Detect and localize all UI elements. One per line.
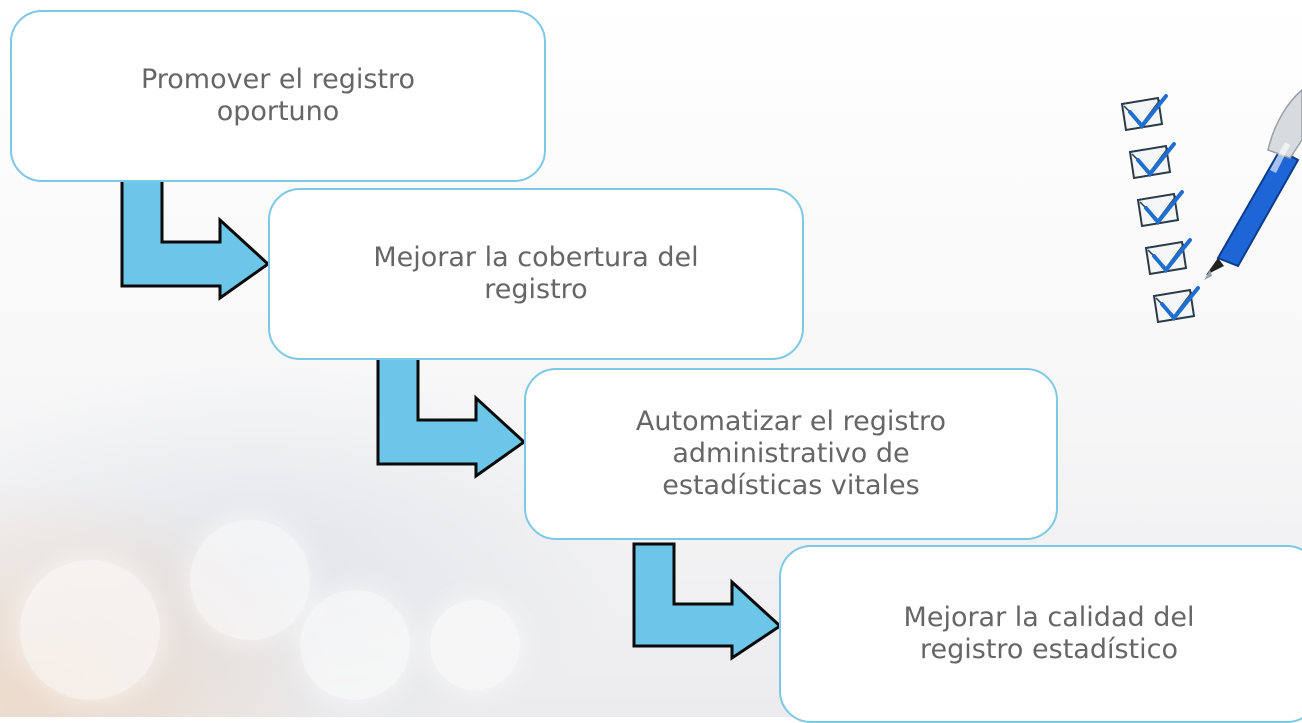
- checkmark-icon: [1128, 94, 1168, 130]
- step-box-calidad: Mejorar la calidad del registro estadíst…: [779, 545, 1302, 723]
- flow-arrow-1: [120, 176, 271, 301]
- checkbox-icon: [1120, 94, 1168, 132]
- checkmark-icon: [1160, 286, 1200, 322]
- step-box-automatizar: Automatizar el registro administrativo d…: [524, 368, 1058, 540]
- checkbox-icon: [1136, 190, 1184, 228]
- bokeh-light: [430, 600, 520, 690]
- checkmark-icon: [1144, 190, 1184, 226]
- checkbox-icon: [1152, 286, 1200, 324]
- checkmark-icon: [1152, 238, 1192, 274]
- step-box-cobertura: Mejorar la cobertura del registro: [268, 188, 804, 360]
- flow-arrow-3: [632, 542, 783, 661]
- bokeh-light: [20, 560, 160, 700]
- pen-icon: [1204, 89, 1302, 280]
- bokeh-light: [190, 520, 310, 640]
- checkmark-icon: [1136, 142, 1176, 178]
- checkbox-icon: [1144, 238, 1192, 276]
- checkbox-icon: [1128, 142, 1176, 180]
- bokeh-light: [300, 590, 410, 700]
- flow-arrow-2: [376, 354, 527, 479]
- step-label-promover: Promover el registro oportuno: [140, 64, 416, 127]
- step-label-calidad: Mejorar la calidad del registro estadíst…: [903, 602, 1195, 665]
- checklist-pen-icon: [1120, 89, 1302, 324]
- step-box-promover: Promover el registro oportuno: [10, 10, 546, 182]
- step-label-cobertura: Mejorar la cobertura del registro: [373, 242, 699, 305]
- step-label-automatizar: Automatizar el registro administrativo d…: [635, 406, 947, 501]
